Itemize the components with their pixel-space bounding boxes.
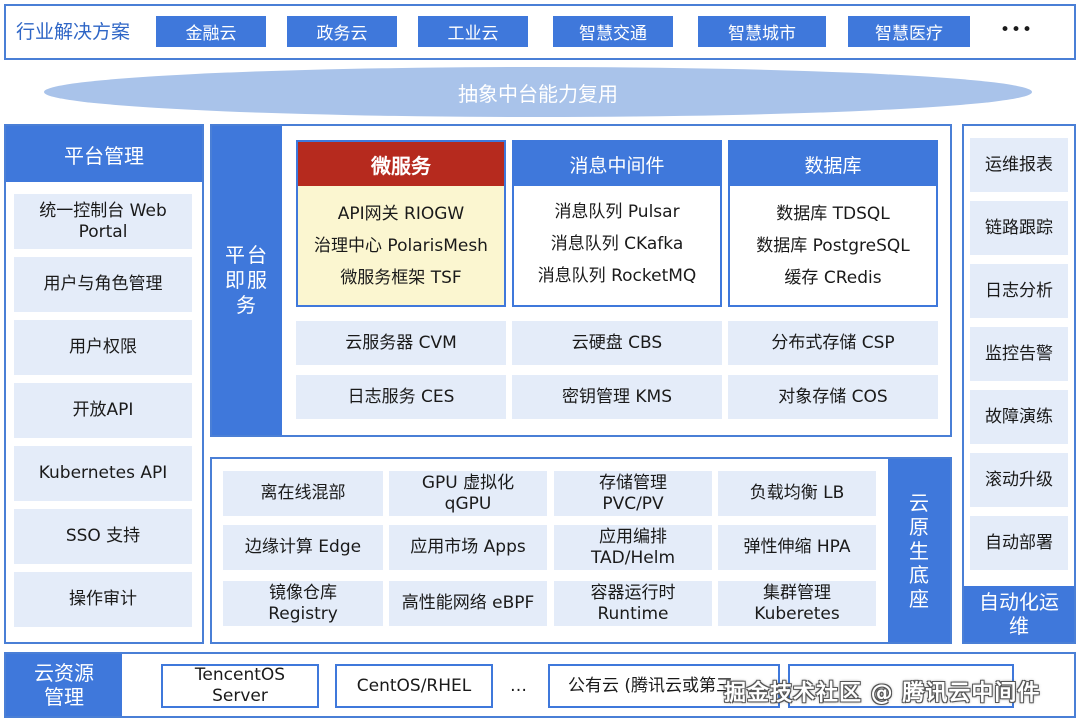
paas-item-csp[interactable]: 分布式存储 CSP: [728, 321, 938, 365]
industry-solutions-title: 行业解决方案: [16, 21, 131, 43]
cn-item-cluster[interactable]: 集群管理 Kuberetes: [718, 581, 876, 626]
messaging-item-pulsar[interactable]: 消息队列 Pulsar: [554, 202, 680, 222]
paas-item-ces[interactable]: 日志服务 CES: [296, 375, 506, 419]
paas-item-cbs[interactable]: 云硬盘 CBS: [512, 321, 722, 365]
paas-item-cos[interactable]: 对象存储 COS: [728, 375, 938, 419]
microservice-item-polaris[interactable]: 治理中心 PolarisMesh: [314, 236, 488, 256]
industry-item-medical[interactable]: 智慧医疗: [848, 16, 970, 47]
cn-item-hpa[interactable]: 弹性伸缩 HPA: [718, 525, 876, 570]
database-item-postgresql[interactable]: 数据库 PostgreSQL: [756, 236, 910, 256]
database-box[interactable]: 数据库 数据库 TDSQL 数据库 PostgreSQL 缓存 CRedis: [728, 140, 938, 307]
abstract-platform-banner: 抽象中台能力复用: [44, 67, 1032, 117]
cloud-resource-title: 云资源管理: [6, 654, 122, 716]
industry-item-traffic[interactable]: 智慧交通: [553, 16, 673, 47]
messaging-item-ckafka[interactable]: 消息队列 CKafka: [550, 234, 684, 254]
os-item-tencentos[interactable]: TencentOS Server: [161, 664, 319, 708]
messaging-title: 消息中间件: [514, 142, 720, 186]
platform-management-title: 平台管理: [6, 126, 202, 182]
os-item-partial[interactable]: [788, 664, 1014, 708]
platform-item-user-role[interactable]: 用户与角色管理: [14, 257, 192, 312]
database-item-credis[interactable]: 缓存 CRedis: [784, 268, 882, 288]
cn-item-pvc[interactable]: 存储管理 PVC/PV: [554, 471, 712, 516]
industry-item-city[interactable]: 智慧城市: [698, 16, 826, 47]
industry-more-icon[interactable]: •••: [1000, 20, 1034, 40]
automation-title: 自动化运维: [964, 586, 1074, 642]
cn-item-apps[interactable]: 应用市场 Apps: [389, 525, 547, 570]
automation-item-chaos[interactable]: 故障演练: [970, 390, 1068, 444]
database-item-tdsql[interactable]: 数据库 TDSQL: [776, 204, 890, 224]
cn-item-colocation[interactable]: 离在线混部: [223, 471, 383, 516]
industry-item-government[interactable]: 政务云: [287, 16, 397, 47]
abstract-platform-banner-text: 抽象中台能力复用: [458, 81, 618, 106]
paas-label: 平台即服务: [212, 126, 282, 435]
database-title: 数据库: [730, 142, 936, 186]
platform-item-sso[interactable]: SSO 支持: [14, 509, 192, 564]
watermark-text: 掘金技术社区 @ 腾讯云中间件: [724, 681, 1041, 706]
automation-item-rolling[interactable]: 滚动升级: [970, 453, 1068, 507]
messaging-box[interactable]: 消息中间件 消息队列 Pulsar 消息队列 CKafka 消息队列 Rocke…: [512, 140, 722, 307]
industry-item-finance[interactable]: 金融云: [156, 16, 266, 47]
cn-item-ebpf[interactable]: 高性能网络 eBPF: [389, 581, 547, 626]
platform-item-audit[interactable]: 操作审计: [14, 572, 192, 627]
industry-item-industrial[interactable]: 工业云: [418, 16, 528, 47]
automation-item-log-analysis[interactable]: 日志分析: [970, 264, 1068, 318]
cn-item-lb[interactable]: 负载均衡 LB: [718, 471, 876, 516]
cn-item-runtime[interactable]: 容器运行时 Runtime: [554, 581, 712, 626]
platform-item-permissions[interactable]: 用户权限: [14, 320, 192, 375]
paas-item-cvm[interactable]: 云服务器 CVM: [296, 321, 506, 365]
microservice-item-apigw[interactable]: API网关 RIOGW: [337, 204, 465, 224]
paas-item-kms[interactable]: 密钥管理 KMS: [512, 375, 722, 419]
cn-item-qgpu[interactable]: GPU 虚拟化 qGPU: [389, 471, 547, 516]
automation-item-deploy[interactable]: 自动部署: [970, 516, 1068, 570]
platform-item-k8s-api[interactable]: Kubernetes API: [14, 446, 192, 501]
messaging-item-rocketmq[interactable]: 消息队列 RocketMQ: [537, 266, 697, 286]
os-item-ellipsis: …: [510, 676, 527, 696]
os-item-centos[interactable]: CentOS/RHEL: [335, 664, 493, 708]
cn-item-helm[interactable]: 应用编排 TAD/Helm: [554, 525, 712, 570]
automation-item-monitoring[interactable]: 监控告警: [970, 327, 1068, 381]
cn-item-registry[interactable]: 镜像仓库 Registry: [223, 581, 383, 626]
platform-item-web-portal[interactable]: 统一控制台 Web Portal: [14, 194, 192, 249]
microservice-title: 微服务: [298, 142, 504, 186]
automation-item-tracing[interactable]: 链路跟踪: [970, 201, 1068, 255]
automation-item-reports[interactable]: 运维报表: [970, 138, 1068, 192]
cloud-native-label: 云原生底座: [888, 459, 950, 642]
microservice-box[interactable]: 微服务 API网关 RIOGW 治理中心 PolarisMesh 微服务框架 T…: [296, 140, 506, 307]
microservice-item-tsf[interactable]: 微服务框架 TSF: [340, 268, 462, 288]
cn-item-edge[interactable]: 边缘计算 Edge: [223, 525, 383, 570]
os-item-public-cloud[interactable]: 公有云 (腾讯云或第三: [548, 664, 780, 708]
platform-item-open-api[interactable]: 开放API: [14, 383, 192, 438]
